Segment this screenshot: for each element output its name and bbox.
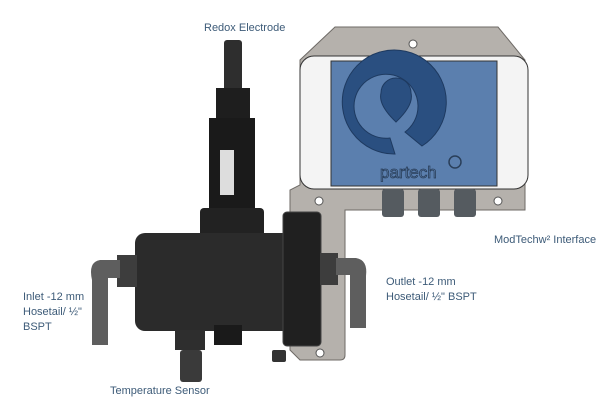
redox-electrode	[200, 40, 264, 246]
outlet-fitting	[320, 253, 367, 328]
interface-label: ModTechw² Interface	[494, 234, 597, 246]
temperature-sensor	[175, 330, 205, 382]
modtech-interface-enclosure: partech	[299, 49, 529, 217]
logo-wordmark: partech	[380, 163, 437, 182]
inlet-label: Inlet -12 mm Hosetail/ ½" BSPT	[23, 290, 84, 335]
cable-glands	[382, 189, 476, 217]
outlet-label-line1: Outlet -12 mm	[386, 276, 456, 288]
partech-logo: partech	[341, 49, 462, 182]
inlet-label-line3: BSPT	[23, 321, 52, 333]
temperature-sensor-label: Temperature Sensor	[110, 385, 210, 397]
inlet-fitting	[91, 255, 137, 345]
outlet-label-line2: Hosetail/ ½" BSPT	[386, 291, 477, 303]
redox-electrode-label: Redox Electrode	[204, 22, 286, 34]
inlet-label-line1: Inlet -12 mm	[23, 291, 85, 303]
flow-cell-body	[135, 211, 322, 362]
inlet-label-line2: Hosetail/ ½"	[23, 306, 82, 318]
outlet-label: Outlet -12 mm Hosetail/ ½" BSPT	[386, 275, 477, 305]
